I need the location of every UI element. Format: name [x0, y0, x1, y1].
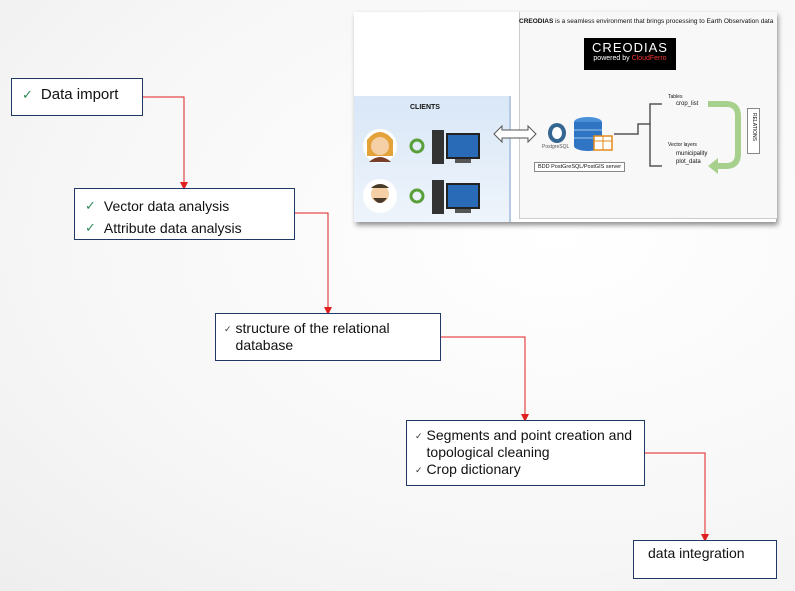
architecture-figure: CREODIAS is a seamless environment that …: [354, 12, 777, 222]
vector-label: Vector layers: [668, 142, 697, 148]
postgres-label: PostgreSQL: [542, 144, 570, 150]
connector-3: [441, 336, 529, 422]
database-icon: [574, 117, 613, 151]
connector-1: [143, 96, 188, 190]
check-icon: ✓: [224, 324, 232, 334]
check-icon: ✓: [415, 431, 423, 441]
check-icon: ✓: [415, 465, 423, 475]
relations-label: RELATIONS: [747, 108, 760, 154]
check-icon: ✓: [85, 198, 96, 213]
clients-illustration: [363, 129, 480, 214]
relations-arrow-icon: [708, 101, 741, 174]
vector-item: plot_data: [676, 159, 701, 165]
vector-item: municipality: [676, 151, 708, 157]
step-data-import: ✓ Data import: [11, 78, 143, 116]
qgis-icon: [409, 138, 425, 154]
creodias-logo: CREODIAS powered by CloudFerro: [584, 38, 676, 70]
step-item-label: Crop dictionary: [426, 461, 521, 477]
clients-label: CLIENTS: [410, 104, 440, 111]
step-item-label: Segments and point creation and topologi…: [426, 427, 633, 460]
table-item: crop_list: [676, 101, 699, 107]
user-avatar-icon: [363, 129, 397, 163]
double-arrow-icon: [493, 124, 537, 144]
check-icon: ✓: [85, 220, 96, 235]
tables-label: Tables: [668, 94, 683, 100]
step-structure: ✓ structure of the relational database: [215, 313, 441, 361]
connector-4: [645, 452, 709, 542]
server-links: [614, 103, 662, 167]
step-analysis: ✓ Vector data analysis ✓ Attribute data …: [74, 188, 295, 240]
step-item-label: data integration: [648, 545, 745, 561]
creodias-headline: CREODIAS is a seamless environment that …: [519, 18, 774, 25]
step-segments: ✓ Segments and point creation and topolo…: [406, 420, 645, 486]
user-avatar-icon: [363, 179, 397, 213]
computer-icon: [432, 130, 480, 164]
step-item-label: structure of the relational database: [235, 320, 390, 353]
step-item-label: Vector data analysis: [103, 198, 230, 214]
postgresql-icon: [548, 123, 566, 143]
qgis-icon: [409, 188, 425, 204]
connector-2: [295, 212, 332, 315]
step-item-label: Attribute data analysis: [103, 220, 242, 236]
server-label: BDD PostGreSQL/PostGIS server: [534, 162, 626, 172]
step-item-label: Data import: [40, 86, 119, 103]
step-integration: data integration: [633, 540, 777, 579]
check-icon: ✓: [22, 87, 33, 102]
computer-icon: [432, 180, 480, 214]
